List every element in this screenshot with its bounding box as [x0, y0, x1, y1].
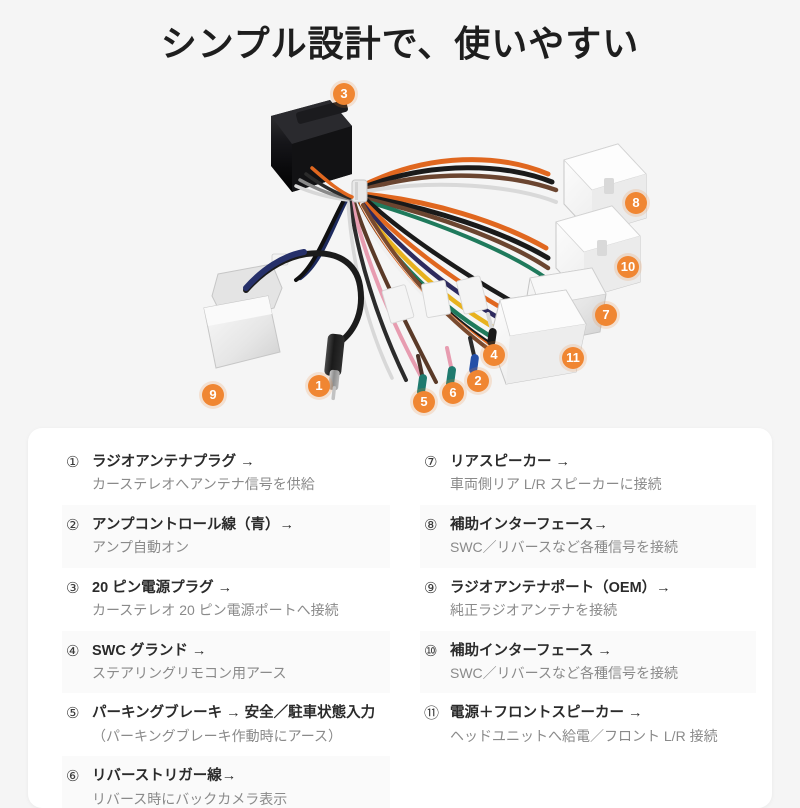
- legend-title-2: アンプコントロール線（青）→: [92, 516, 294, 533]
- badge-8: 8: [625, 192, 647, 214]
- legend-number-7: ⑦: [424, 453, 438, 471]
- product-diagram: 3 8 10 7 11 4 2 6 5 1 9: [0, 82, 800, 422]
- badge-4: 4: [483, 344, 505, 366]
- legend-desc-6: リバース時にバックカメラ表示: [92, 790, 288, 807]
- connector-oem-antenna-9: [203, 253, 289, 369]
- legend-number-6: ⑥: [66, 767, 80, 786]
- connector-20pin-power: [271, 100, 354, 202]
- harness-wrap: [351, 179, 368, 203]
- legend-desc-4: ステアリングリモコン用アース: [92, 665, 287, 682]
- legend-item-7: ⑦ リアスピーカー → 車両側リア L/R スピーカーに接続: [420, 442, 756, 505]
- badge-7: 7: [595, 304, 617, 326]
- legend-item-5: ⑤ パーキングブレーキ → 安全／駐車状態入力 （パーキングブレーキ作動時にアー…: [62, 693, 390, 756]
- legend-column-right: ⑦ リアスピーカー → 車両側リア L/R スピーカーに接続 ⑧ 補助インターフ…: [400, 442, 772, 808]
- legend-desc-11: ヘッドユニットへ給電／フロント L/R 接続: [450, 727, 718, 744]
- legend-item-3: ③ 20 ピン電源プラグ → カーステレオ 20 ピン電源ポートへ接続: [62, 568, 390, 631]
- legend-item-4: ④ SWC グランド → ステアリングリモコン用アース: [62, 630, 390, 694]
- legend-title-7: リアスピーカー →: [450, 454, 571, 470]
- badge-3: 3: [333, 83, 355, 105]
- badge-6: 6: [442, 382, 464, 404]
- legend-number-5: ⑤: [66, 704, 80, 723]
- legend-number-10: ⑩: [424, 641, 438, 660]
- legend-desc-2: アンプ自動オン: [92, 539, 190, 556]
- legend-desc-5: （パーキングブレーキ作動時にアース）: [92, 727, 343, 744]
- legend-title-10: 補助インターフェース →: [450, 642, 612, 659]
- legend-desc-3: カーステレオ 20 ピン電源ポートへ接続: [92, 602, 339, 619]
- legend-column-left: ① ラジオアンテナプラグ → カーステレオへアンテナ信号を供給 ② アンプコント…: [28, 442, 400, 808]
- antenna-lead-cable: [243, 249, 364, 345]
- bare-wire-tips: [416, 312, 497, 396]
- legend-item-11: ⑪ 電源＋フロントスピーカー → ヘッドユニットへ給電／フロント L/R 接続: [420, 693, 756, 756]
- wire-label-tags: [381, 275, 488, 324]
- wiring-harness-illustration: [203, 100, 647, 401]
- legend-title-5: パーキングブレーキ → 安全／駐車状態入力: [92, 705, 376, 722]
- badge-11: 11: [562, 347, 584, 369]
- legend-item-2: ② アンプコントロール線（青）→ アンプ自動オン: [62, 504, 390, 568]
- badge-9: 9: [202, 384, 224, 406]
- legend-number-8: ⑧: [424, 515, 438, 534]
- legend-title-3: 20 ピン電源プラグ →: [92, 579, 233, 596]
- legend-title-1: ラジオアンテナプラグ →: [92, 454, 255, 470]
- badge-1: 1: [308, 375, 330, 397]
- connector-power-front-11: [489, 289, 587, 385]
- legend-card: ① ラジオアンテナプラグ → カーステレオへアンテナ信号を供給 ② アンプコント…: [28, 428, 772, 808]
- legend-number-4: ④: [66, 641, 80, 660]
- legend-title-6: リバーストリガー線→: [92, 768, 237, 785]
- badge-2: 2: [467, 370, 489, 392]
- badge-10: 10: [617, 256, 639, 278]
- legend-desc-7: 車両側リア L/R スピーカーに接続: [450, 476, 662, 493]
- legend-desc-10: SWC／リバースなど各種信号を接続: [450, 665, 678, 682]
- legend-desc-1: カーステレオへアンテナ信号を供給: [92, 476, 315, 493]
- legend-item-1: ① ラジオアンテナプラグ → カーステレオへアンテナ信号を供給: [62, 442, 390, 505]
- legend-title-4: SWC グランド →: [92, 642, 207, 659]
- page-title: シンプル設計で、使いやすい: [160, 23, 640, 64]
- legend-title-8: 補助インターフェース→: [450, 516, 608, 533]
- legend-number-3: ③: [66, 578, 80, 597]
- connector-aux-8: [563, 143, 647, 235]
- legend-number-2: ②: [66, 515, 80, 534]
- legend-item-9: ⑨ ラジオアンテナポート（OEM）→ 純正ラジオアンテナを接続: [420, 568, 756, 631]
- legend-number-11: ⑪: [424, 704, 440, 723]
- legend-item-10: ⑩ 補助インターフェース → SWC／リバースなど各種信号を接続: [420, 630, 756, 694]
- legend-title-9: ラジオアンテナポート（OEM）→: [450, 579, 671, 596]
- legend-item-6: ⑥ リバーストリガー線→ リバース時にバックカメラ表示: [62, 756, 390, 808]
- legend-desc-8: SWC／リバースなど各種信号を接続: [450, 539, 678, 556]
- badge-5: 5: [413, 391, 435, 413]
- legend-number-9: ⑨: [424, 578, 438, 597]
- legend-number-1: ①: [66, 453, 80, 471]
- legend-item-8: ⑧ 補助インターフェース→ SWC／リバースなど各種信号を接続: [420, 504, 756, 568]
- legend-title-11: 電源＋フロントスピーカー →: [450, 705, 643, 722]
- legend-desc-9: 純正ラジオアンテナを接続: [450, 602, 618, 619]
- antenna-plug-1: [324, 333, 345, 401]
